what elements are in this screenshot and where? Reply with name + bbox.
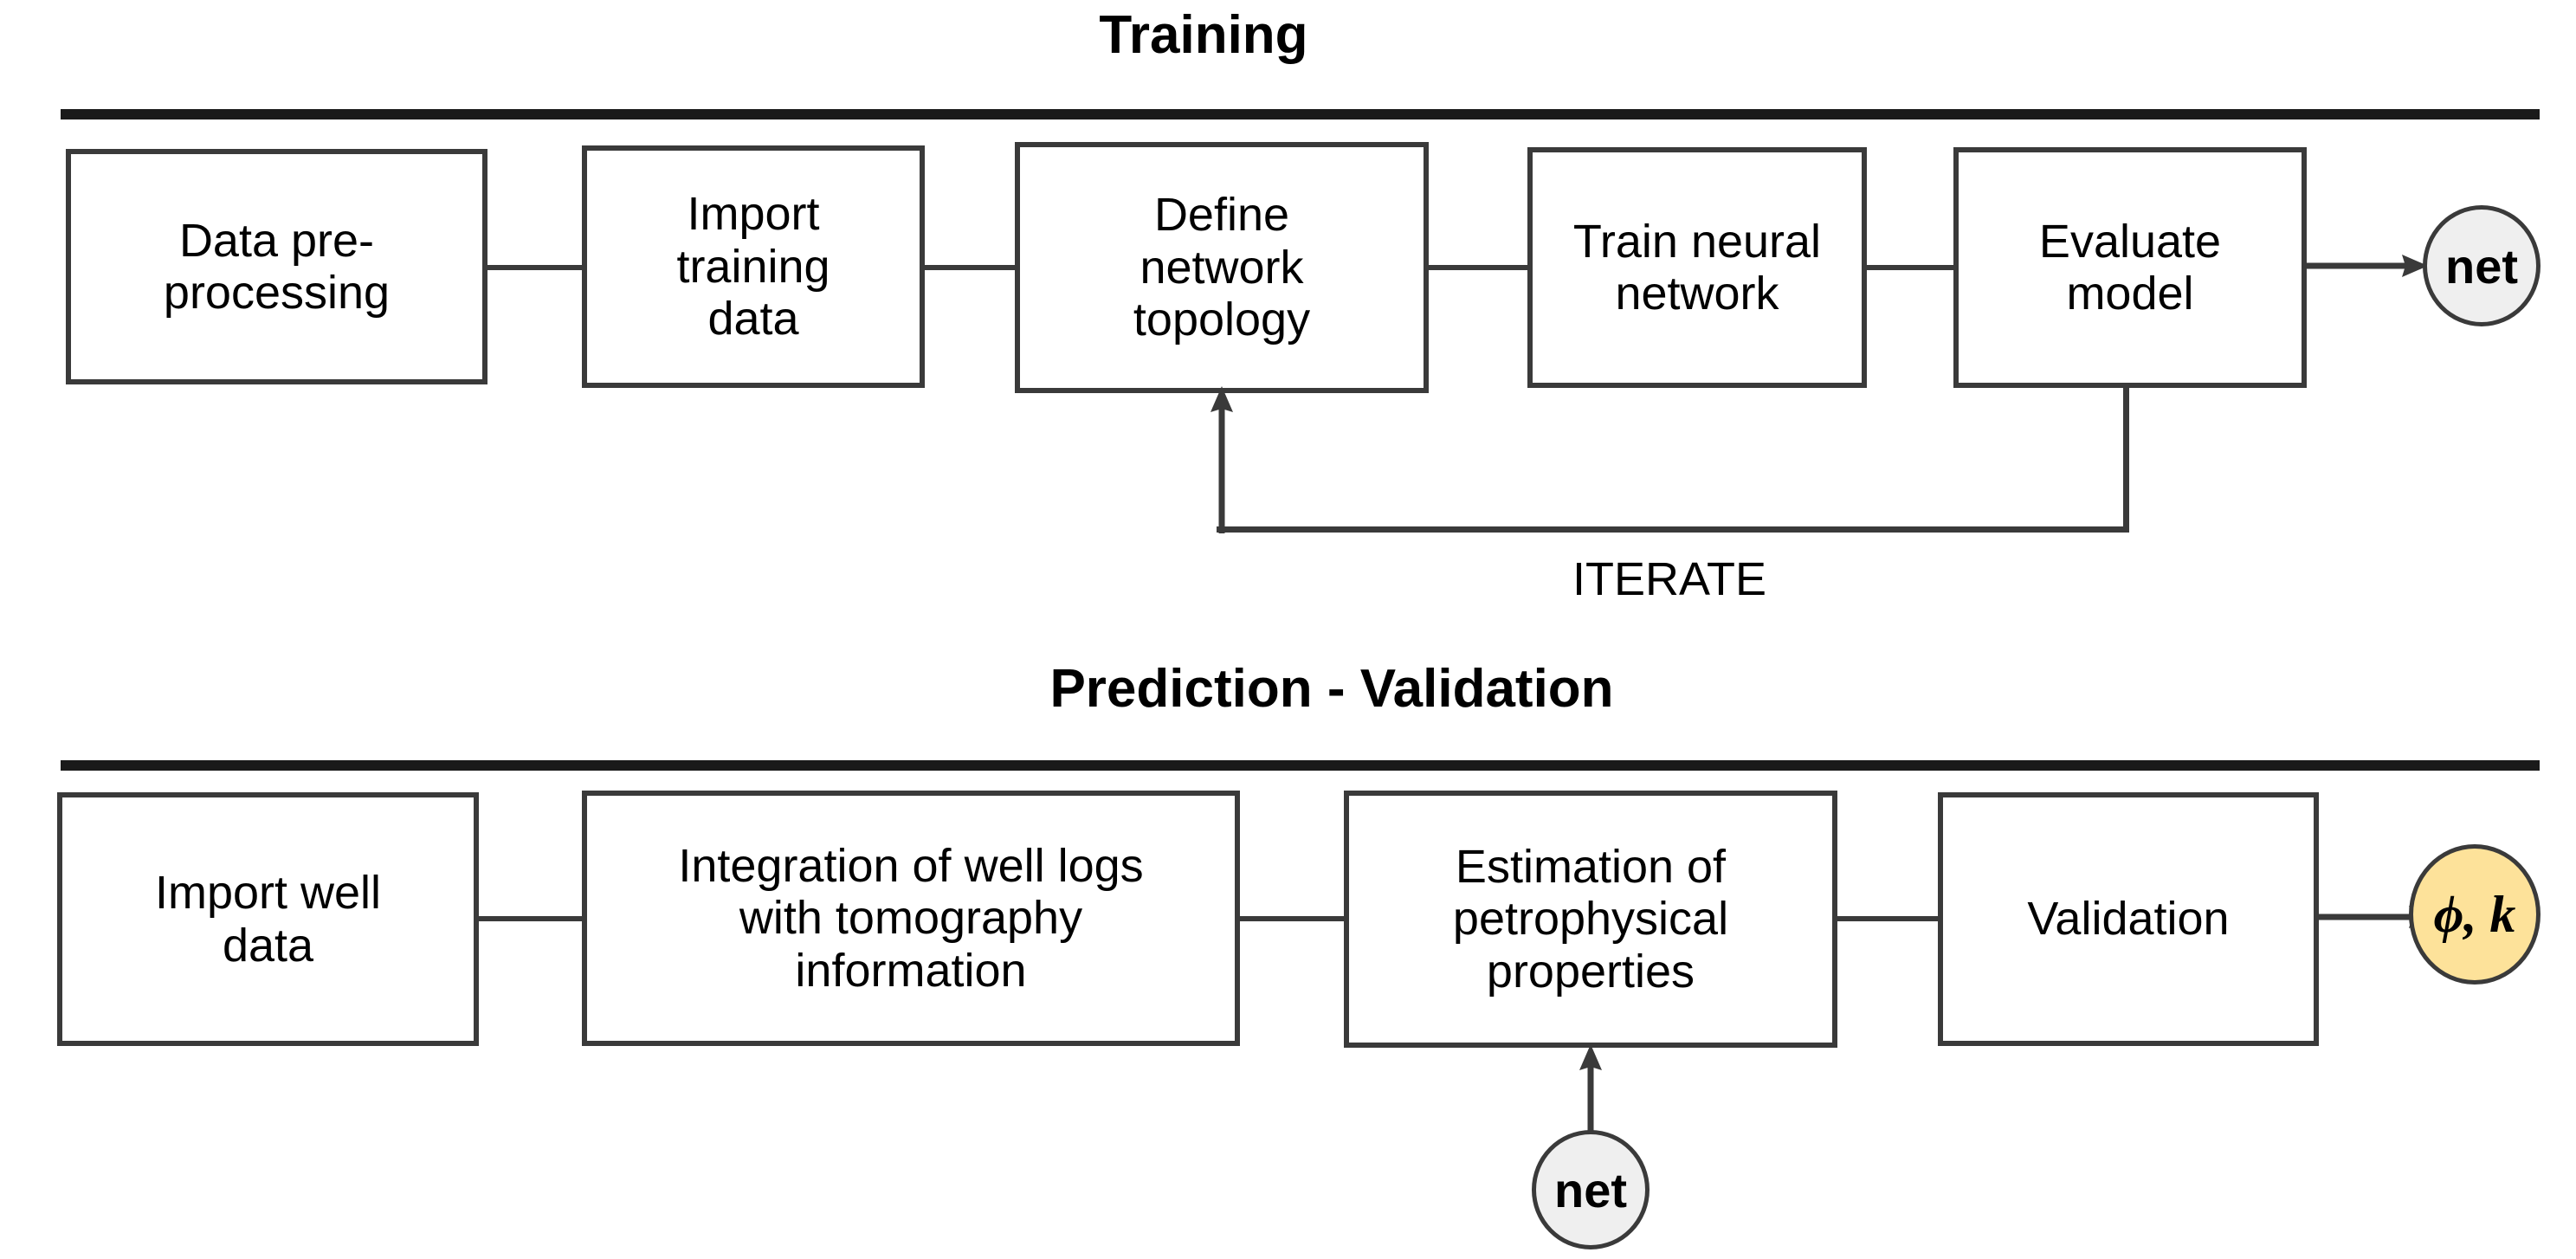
box-train-neural-network[interactable]: Train neural network: [1527, 147, 1867, 388]
box-label-estimation-petrophysical: Estimation of petrophysical properties: [1452, 840, 1729, 998]
box-data-pre-processing[interactable]: Data pre- processing: [66, 149, 487, 384]
box-label-define-network-topology: Define network topology: [1133, 189, 1311, 346]
box-estimation-petrophysical[interactable]: Estimation of petrophysical properties: [1344, 791, 1837, 1048]
net-output-label: net: [2445, 238, 2518, 294]
box-evaluate-model[interactable]: Evaluate model: [1953, 147, 2307, 388]
box-validation[interactable]: Validation: [1938, 792, 2319, 1046]
connector-integration-to-estimation: [1240, 916, 1345, 921]
iterate-label: ITERATE: [1572, 553, 1766, 605]
iterate-loop-down-segment: [2123, 388, 2129, 533]
box-label-import-well-data: Import well data: [154, 867, 382, 972]
arrow-evaluate-to-net: [2307, 255, 2428, 277]
net-input-circle[interactable]: net: [1532, 1130, 1650, 1249]
box-label-evaluate-model: Evaluate model: [2038, 215, 2222, 320]
prediction-section-title: Prediction - Validation: [1049, 659, 1614, 719]
net-input-label: net: [1554, 1162, 1627, 1217]
connector-estimation-to-validation: [1837, 916, 1939, 921]
connector-train-to-evaluate: [1867, 265, 1954, 270]
phi-k-output-label: ϕ, k: [2433, 885, 2516, 943]
box-label-import-training-data: Import training data: [676, 188, 830, 345]
prediction-divider: [61, 760, 2540, 771]
box-import-training-data[interactable]: Import training data: [582, 145, 925, 388]
connector-importwell-to-integration: [479, 916, 583, 921]
connector-define-to-train: [1429, 265, 1528, 270]
phi-k-output-circle[interactable]: ϕ, k: [2409, 844, 2540, 985]
iterate-loop-arrow-up: [1211, 386, 1233, 533]
training-divider: [61, 109, 2540, 119]
box-import-well-data[interactable]: Import well data: [57, 792, 479, 1046]
box-integration-well-logs[interactable]: Integration of well logs with tomography…: [582, 791, 1240, 1046]
box-label-train-neural-network: Train neural network: [1572, 215, 1822, 320]
box-label-data-pre-processing: Data pre- processing: [163, 214, 391, 319]
net-output-circle[interactable]: net: [2423, 205, 2540, 326]
connector-preprocess-to-import: [487, 265, 583, 270]
box-define-network-topology[interactable]: Define network topology: [1015, 142, 1429, 393]
connector-import-to-define: [925, 265, 1016, 270]
training-section-title: Training: [1099, 5, 1308, 65]
box-label-integration-well-logs: Integration of well logs with tomography…: [678, 839, 1144, 997]
iterate-loop-horizontal-segment: [1217, 526, 2129, 533]
box-label-validation: Validation: [2027, 893, 2230, 946]
